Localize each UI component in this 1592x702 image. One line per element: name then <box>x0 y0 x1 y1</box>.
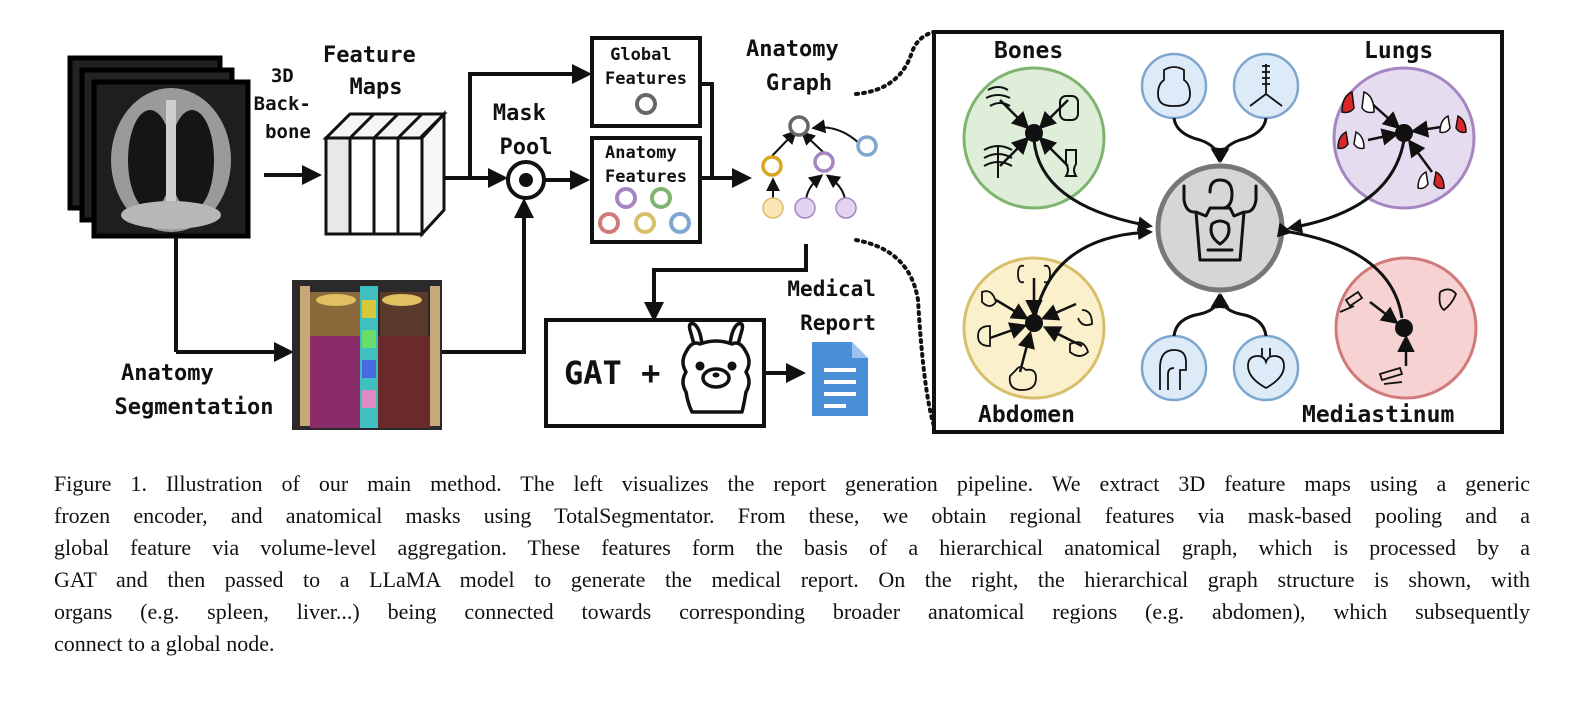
anatomy-features-box: Anatomy Features <box>590 136 702 244</box>
caption-line: frozen encoder, and anatomical masks usi… <box>54 503 1530 528</box>
lungs-label: Lungs <box>1364 38 1433 64</box>
gat-label: GAT + <box>564 354 660 392</box>
mask-pool-label: Mask Pool <box>493 101 559 160</box>
segmentation-image <box>292 280 442 430</box>
caption-line: Figure 1. Illustration of our main metho… <box>54 471 1530 496</box>
caption-line: organs (e.g. spleen, liver...) being con… <box>54 599 1530 624</box>
body-outline-icon <box>1182 178 1258 262</box>
ct-slice-image <box>111 88 231 232</box>
caption-line: connect to a global node. <box>54 631 275 656</box>
feature-maps-icon <box>322 110 448 238</box>
bones-label: Bones <box>994 38 1063 64</box>
global-node <box>1155 163 1285 293</box>
segmentation-label: Anatomy Segmentation <box>115 361 274 420</box>
medical-report-label: Medical Report <box>787 277 888 335</box>
heart-icon <box>1247 348 1285 390</box>
mediastinum-region <box>1276 222 1478 400</box>
lung-icon <box>1337 90 1467 190</box>
svg-text:Anatomy Features: Anatomy Features <box>605 143 687 187</box>
organ-connectors <box>1172 117 1268 337</box>
throat-icon <box>1159 349 1187 390</box>
kidney-icon <box>977 264 1093 357</box>
heart-organ-node <box>1232 334 1300 402</box>
gat-llama-box: GAT + <box>544 318 766 428</box>
anatomy-graph-icon <box>761 115 878 219</box>
stomach-icon <box>1008 366 1037 391</box>
global-features-box: Global Features <box>590 36 702 128</box>
zoom-connector-top <box>854 30 936 96</box>
figure-caption: Figure 1. Illustration of our main metho… <box>54 468 1530 660</box>
caption-line: global feature via volume-level aggregat… <box>54 535 1530 560</box>
trachea-icon <box>1339 288 1458 385</box>
anatomy-graph-label: Anatomy Graph <box>746 37 852 96</box>
mediastinum-label: Mediastinum <box>1302 402 1454 428</box>
thyroid-icon <box>1157 66 1191 107</box>
mask-pool-icon <box>506 160 546 200</box>
abdomen-region <box>962 224 1153 400</box>
bones-region <box>962 66 1153 232</box>
feature-maps-label: Feature Maps <box>323 43 429 100</box>
svg-text:Global Features: Global Features <box>605 45 687 89</box>
global-feature-node <box>635 93 657 115</box>
llama-icon <box>681 321 751 414</box>
backbone-label: 3D Back- bone <box>254 65 323 143</box>
document-icon <box>812 342 868 416</box>
throat-organ-node <box>1140 334 1208 402</box>
thyroid-organ-node <box>1140 52 1208 120</box>
trachea-organ-node <box>1232 52 1300 120</box>
zoom-connector-bottom <box>854 238 938 434</box>
lungs-region <box>1287 66 1476 234</box>
skeleton-icon <box>983 86 1079 178</box>
ct-scan-stack-icon <box>67 55 251 239</box>
method-diagram: 3D Back- bone Feature Maps Mask Pool Glo… <box>67 30 1504 434</box>
caption-line: GAT and then passed to a LLaMA model to … <box>54 567 1530 592</box>
abdomen-label: Abdomen <box>978 402 1075 428</box>
